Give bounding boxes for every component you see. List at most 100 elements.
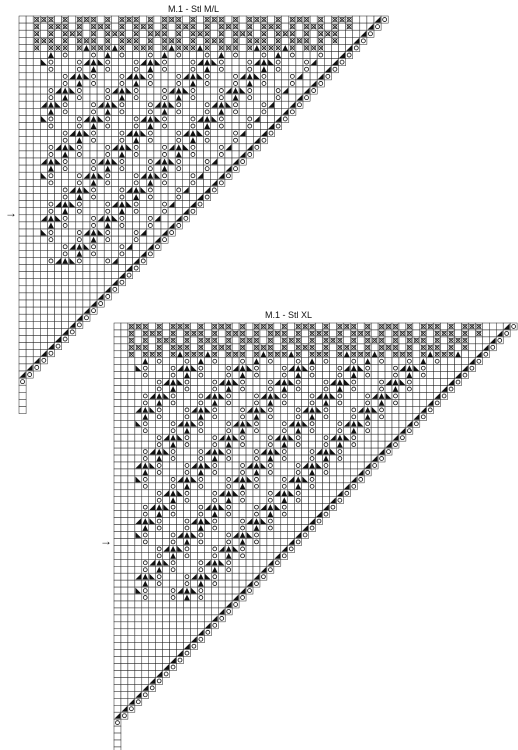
- chart-cell: [440, 343, 448, 352]
- chart-cell: [238, 357, 247, 365]
- chart-cell: [426, 399, 434, 407]
- chart-cell: [82, 72, 91, 81]
- chart-cell: [160, 200, 169, 208]
- chart-cell: [47, 292, 55, 301]
- chart-cell: [294, 322, 302, 331]
- chart-cell: [377, 378, 386, 386]
- chart-cell: [118, 186, 126, 194]
- chart-cell: [295, 86, 304, 95]
- chart-cell: [266, 322, 275, 331]
- chart-cell: [118, 136, 126, 145]
- chart-cell: [113, 579, 122, 588]
- chart-cell: [196, 108, 204, 116]
- chart-cell: [211, 420, 219, 428]
- chart-cell: [245, 510, 254, 518]
- chart-cell: [196, 193, 204, 201]
- chart-cell: [309, 58, 318, 66]
- chart-cell: [391, 336, 400, 345]
- chart-cell: [183, 510, 191, 518]
- chart-cell: [245, 392, 254, 400]
- chart-cell: [134, 607, 143, 616]
- chart-cell: [301, 461, 309, 470]
- chart-cell: [267, 22, 275, 31]
- chart-cell: [148, 607, 156, 616]
- chart-cell: [329, 427, 337, 435]
- chart-cell: [132, 143, 140, 152]
- chart-cell: [447, 343, 455, 352]
- chart-cell: [266, 350, 275, 358]
- chart-cell: [162, 350, 170, 358]
- chart-cell: [204, 510, 212, 518]
- chart-cell: [113, 378, 122, 386]
- chart-cell: [132, 100, 140, 109]
- chart-cell: [447, 371, 455, 379]
- chart-cell: [162, 607, 170, 616]
- chart-cell: [148, 461, 156, 470]
- chart-cell: [231, 357, 240, 365]
- chart-cell: [146, 193, 155, 201]
- chart-cell: [96, 221, 105, 230]
- chart-cell: [40, 100, 48, 109]
- chart-cell: [211, 378, 219, 386]
- chart-cell: [61, 15, 69, 24]
- chart-cell: [336, 468, 344, 477]
- chart-cell: [260, 100, 268, 109]
- chart-cell: [224, 171, 233, 180]
- chart-cell: [281, 44, 290, 52]
- chart-cell: [18, 136, 27, 145]
- chart-cell: [211, 559, 219, 567]
- chart-cell: [183, 454, 191, 463]
- chart-cell: [75, 136, 84, 145]
- chart-cell: [224, 22, 233, 31]
- chart-cell: [224, 65, 233, 74]
- chart-cell: [203, 164, 211, 173]
- chart-cell: [224, 566, 233, 574]
- chart-cell: [189, 79, 197, 88]
- chart-cell: [75, 79, 84, 88]
- chart-cell: [176, 614, 184, 623]
- chart-cell: [120, 399, 129, 407]
- chart-cell: [308, 503, 316, 511]
- chart-cell: [196, 179, 204, 187]
- chart-cell: [169, 329, 177, 338]
- chart-cell: [141, 614, 150, 623]
- chart-cell: [245, 433, 254, 442]
- chart-cell: [316, 72, 325, 81]
- chart-cell: [189, 44, 197, 52]
- chart-cell: [32, 179, 41, 187]
- chart-cell: [217, 100, 226, 109]
- chart-cell: [54, 299, 62, 308]
- chart-cell: [482, 336, 490, 345]
- chart-cell: [40, 186, 48, 194]
- chart-cell: [370, 329, 379, 338]
- chart-cell: [160, 22, 169, 31]
- chart-cell: [301, 468, 309, 477]
- chart-cell: [419, 406, 427, 414]
- chart-cell: [148, 489, 156, 497]
- chart-cell: [132, 164, 140, 173]
- chart-cell: [245, 406, 254, 414]
- chart-cell: [47, 250, 55, 258]
- chart-cell: [252, 336, 261, 345]
- chart-cell: [134, 482, 143, 491]
- chart-cell: [132, 157, 140, 166]
- chart-cell: [468, 329, 476, 338]
- chart-cell: [308, 343, 316, 352]
- chart-cell: [252, 329, 261, 338]
- chart-cell: [197, 433, 205, 442]
- chart-cell: [384, 364, 393, 372]
- chart-cell: [196, 37, 204, 45]
- chart-cell: [141, 329, 150, 338]
- chart-cell: [363, 399, 372, 407]
- chart-cell: [113, 628, 122, 636]
- chart-cell: [118, 242, 126, 251]
- chart-cell: [384, 350, 393, 358]
- chart-cell: [281, 29, 290, 38]
- chart-cell: [224, 454, 233, 463]
- chart-cell: [294, 440, 302, 449]
- chart-cell: [183, 336, 191, 345]
- chart-cell: [155, 475, 163, 484]
- chart-cell: [204, 385, 212, 393]
- chart-cell: [176, 621, 184, 630]
- chart-cell: [204, 336, 212, 345]
